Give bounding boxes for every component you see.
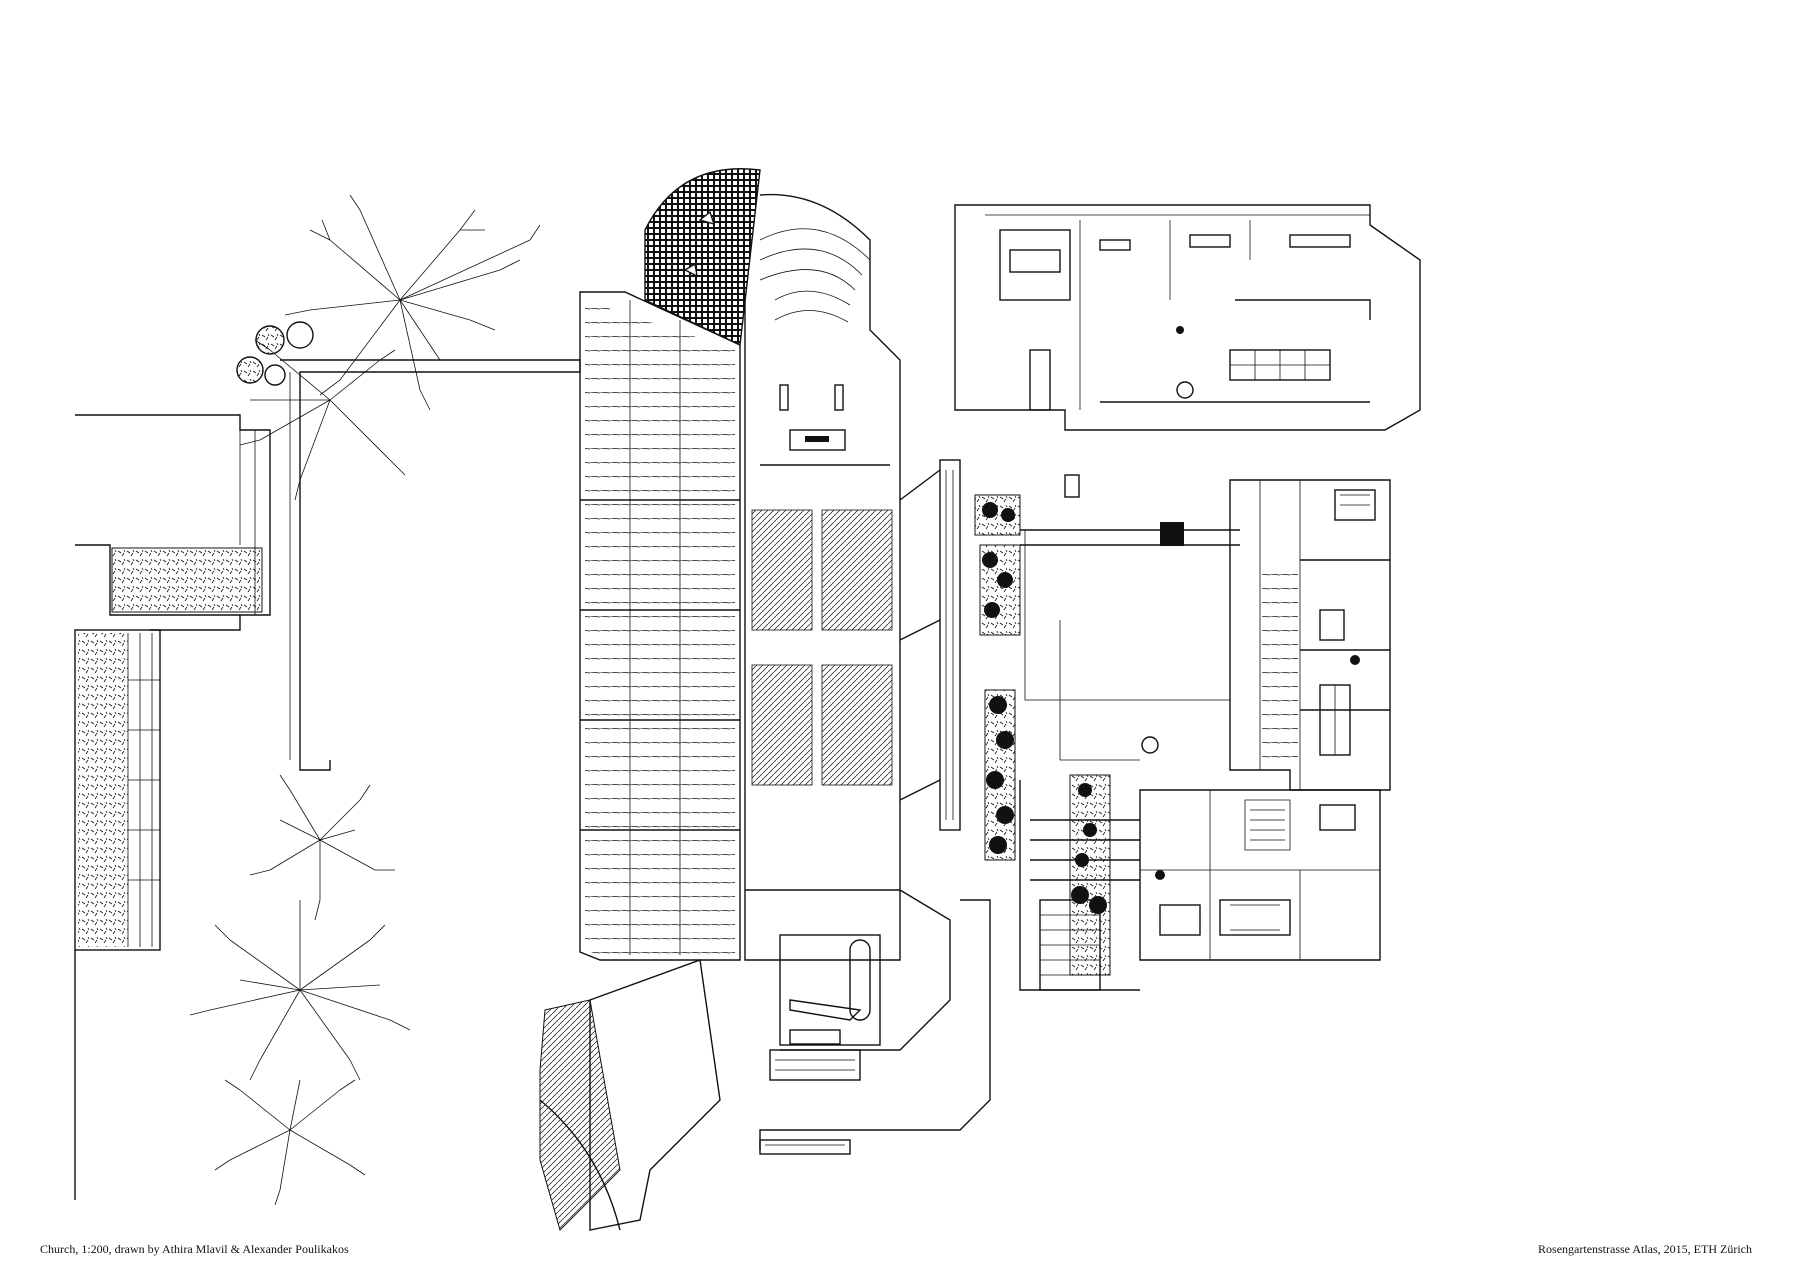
- shrub-cluster: [236, 321, 314, 386]
- tree-2: [239, 339, 406, 501]
- tree-3: [249, 774, 395, 921]
- seating-block-upper-left: [751, 509, 813, 631]
- parish-house-north: [954, 204, 1421, 431]
- church-roof: [579, 291, 741, 961]
- nave: [744, 193, 961, 961]
- tree-1: [284, 194, 541, 411]
- seating-block-lower-left: [751, 664, 813, 786]
- caption-credits: Church, 1:200, drawn by Athira Mlavil & …: [40, 1242, 349, 1256]
- tree-4: [189, 900, 411, 1081]
- seating-block-lower-right: [821, 664, 893, 786]
- parish-house-east: [1229, 479, 1391, 791]
- seating-block-upper-right: [821, 509, 893, 631]
- tree-5: [214, 1079, 366, 1206]
- caption-publication: Rosengartenstrasse Atlas, 2015, ETH Züri…: [1538, 1242, 1752, 1256]
- trees: [189, 194, 541, 1206]
- parish-house-south: [1139, 789, 1381, 961]
- apse-dome: [644, 168, 761, 347]
- courtyard-planters: [974, 494, 1240, 976]
- neighbour-building: [74, 359, 581, 1200]
- lower-structures: [539, 889, 991, 1231]
- courtyard: [1019, 474, 1230, 991]
